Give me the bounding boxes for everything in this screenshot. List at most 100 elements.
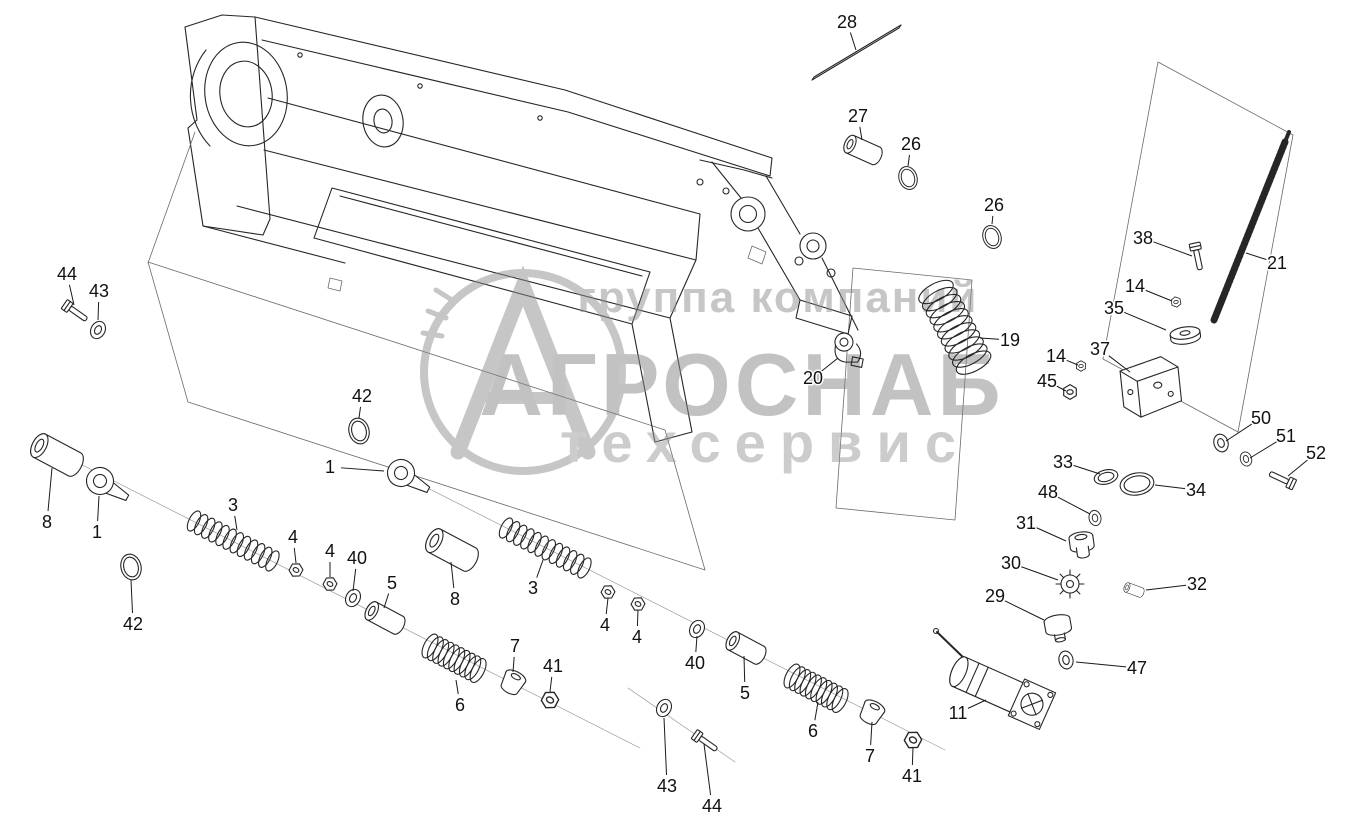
leader-line-43	[663, 717, 668, 776]
part-14-nut	[1170, 295, 1182, 309]
leader-line-40	[352, 568, 357, 592]
leader-line-11	[967, 699, 987, 709]
leader-line-38	[1153, 241, 1193, 257]
part-28-pin	[811, 24, 902, 81]
part-33-seal	[1092, 466, 1120, 488]
part-callout-1: 1	[92, 522, 102, 542]
part-31-fitting	[1068, 531, 1095, 559]
part-callout-7: 7	[510, 636, 520, 656]
leader-line-31	[1035, 527, 1067, 542]
watermark-line1: группа компаний	[578, 273, 979, 322]
part-callout-47: 47	[1127, 658, 1147, 678]
part-callout-37: 37	[1090, 339, 1110, 359]
part-47-washer	[1056, 649, 1076, 671]
part-callout-8: 8	[42, 512, 52, 532]
part-3-spring	[185, 509, 282, 573]
part-43-washer	[87, 318, 109, 342]
part-4-nut	[320, 574, 340, 594]
part-callout-14: 14	[1046, 346, 1066, 366]
machine-housing	[147, 14, 859, 443]
watermark-line2: АГРОСНАБ	[479, 335, 1004, 434]
part-callout-44: 44	[702, 796, 722, 816]
leader-line-20	[821, 357, 839, 372]
leader-line-40	[695, 635, 698, 653]
leader-line-47	[1075, 661, 1127, 668]
part-42-oring	[117, 551, 145, 583]
leader-line-27	[859, 126, 863, 141]
leader-line-5	[743, 655, 746, 683]
leader-line-26	[991, 215, 994, 225]
leader-line-19	[979, 337, 1000, 340]
leader-line-7	[512, 656, 515, 673]
part-callout-31: 31	[1016, 513, 1036, 533]
part-callout-44: 44	[57, 264, 77, 284]
exploded-parts	[26, 24, 1298, 755]
leader-line-42	[358, 406, 362, 419]
leader-line-21	[1245, 252, 1267, 261]
part-43-washer	[653, 696, 675, 720]
leader-line-30	[1021, 566, 1059, 581]
leader-line-5	[383, 593, 390, 609]
part-callout-33: 33	[1053, 452, 1073, 472]
part-callout-41: 41	[543, 656, 563, 676]
assembly-axis-lines	[44, 445, 946, 763]
callout-layer: 2827262619202138143537144550515233344831…	[40, 11, 1327, 818]
part-callout-3: 3	[228, 495, 238, 515]
part-callout-30: 30	[1001, 553, 1021, 573]
part-callout-41: 41	[902, 766, 922, 786]
part-callout-27: 27	[848, 106, 868, 126]
part-callout-26: 26	[984, 195, 1004, 215]
leader-line-41	[911, 746, 914, 766]
part-48-washer	[1087, 508, 1103, 528]
part-6-spring	[781, 662, 852, 715]
part-callout-45: 45	[1037, 371, 1057, 391]
part-callout-42: 42	[123, 614, 143, 634]
leader-line-44	[68, 284, 75, 306]
part-callout-29: 29	[985, 586, 1005, 606]
leader-line-45	[1056, 385, 1067, 392]
leader-line-35	[1123, 311, 1167, 331]
part-3-spring	[497, 516, 594, 580]
part-callout-1: 1	[325, 457, 335, 477]
part-42-oring	[345, 415, 373, 447]
part-callout-6: 6	[808, 721, 818, 741]
part-21-threaded-rod	[1210, 130, 1291, 324]
part-11-actuator	[932, 627, 1057, 730]
leader-line-43	[97, 301, 100, 321]
part-6-spring	[419, 632, 490, 685]
leader-line-7	[870, 721, 873, 746]
part-callout-50: 50	[1251, 408, 1271, 428]
part-callout-19: 19	[1000, 330, 1020, 350]
leader-line-28	[849, 32, 857, 51]
part-callout-28: 28	[837, 12, 857, 32]
leader-line-33	[1073, 464, 1101, 475]
leader-line-3	[536, 559, 544, 578]
leader-line-4	[636, 609, 639, 627]
part-37-bracket	[1119, 356, 1183, 418]
part-callout-52: 52	[1306, 443, 1326, 463]
leader-line-42	[130, 579, 134, 614]
part-callout-26: 26	[901, 134, 921, 154]
leader-line-51	[1249, 441, 1277, 459]
leader-line-3	[234, 515, 238, 531]
part-26-oring	[895, 163, 921, 193]
part-34-ring	[1117, 469, 1157, 499]
part-callout-4: 4	[600, 615, 610, 635]
leader-line-6	[455, 679, 459, 695]
leader-line-48	[1057, 496, 1091, 515]
leader-line-4	[293, 547, 297, 564]
part-20-clamp	[834, 332, 864, 368]
leader-line-4	[605, 597, 609, 615]
part-44-bolt	[690, 728, 721, 755]
leader-line-14	[1145, 289, 1173, 302]
leader-line-1	[340, 467, 385, 472]
part-8-bushing	[26, 430, 88, 480]
part-27-bushing	[840, 132, 886, 168]
part-callout-11: 11	[949, 703, 968, 723]
leader-line-37	[1108, 355, 1131, 373]
leader-line-8	[47, 467, 53, 512]
watermark-line3: техсервис	[560, 411, 970, 474]
part-41-nut	[538, 688, 562, 712]
